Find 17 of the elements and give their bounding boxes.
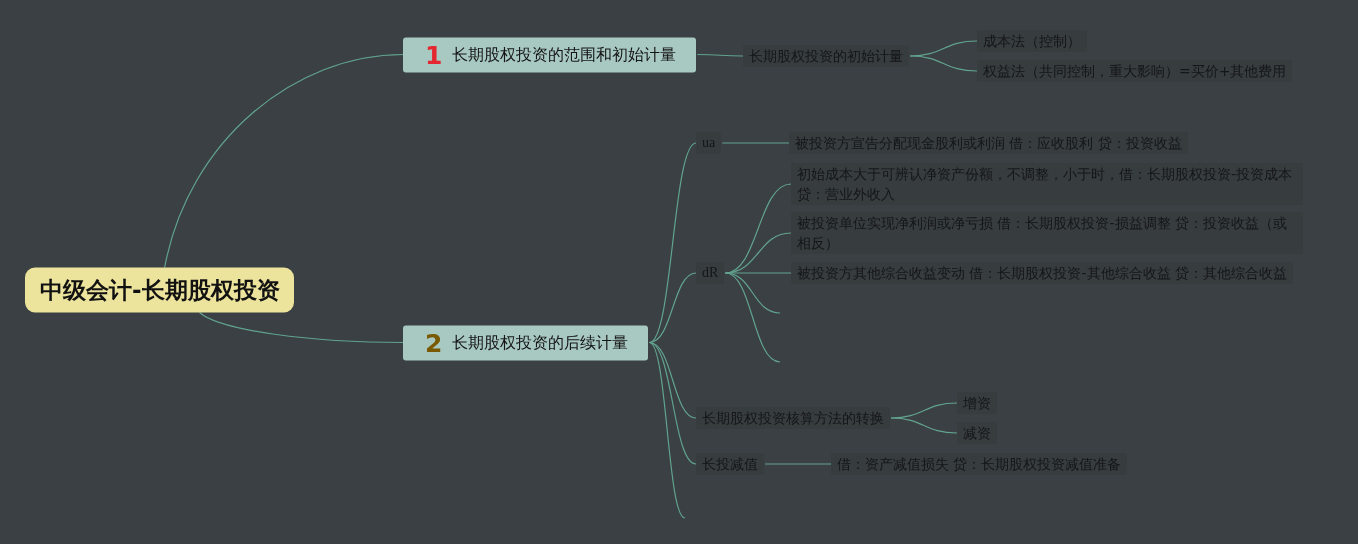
topic-label: 长期股权投资的后续计量 xyxy=(452,333,629,351)
priority-number: 1 xyxy=(425,39,443,71)
central-topic: 中级会计-长期股权投资 xyxy=(25,267,294,313)
connector-line xyxy=(648,272,697,344)
topic-label: 长期股权投资的范围和初始计量 xyxy=(452,45,677,63)
topic-box xyxy=(403,37,697,72)
connector-line xyxy=(648,341,686,519)
topic-box xyxy=(403,325,649,360)
connector-line xyxy=(764,463,832,465)
connector-line xyxy=(909,55,978,72)
connector-line xyxy=(890,417,958,434)
connector-line xyxy=(164,53,404,269)
connector-line xyxy=(648,341,697,465)
priority-number: 2 xyxy=(425,327,443,359)
connector-line xyxy=(721,142,790,144)
connector-line xyxy=(198,311,404,344)
connector-line xyxy=(696,53,744,57)
